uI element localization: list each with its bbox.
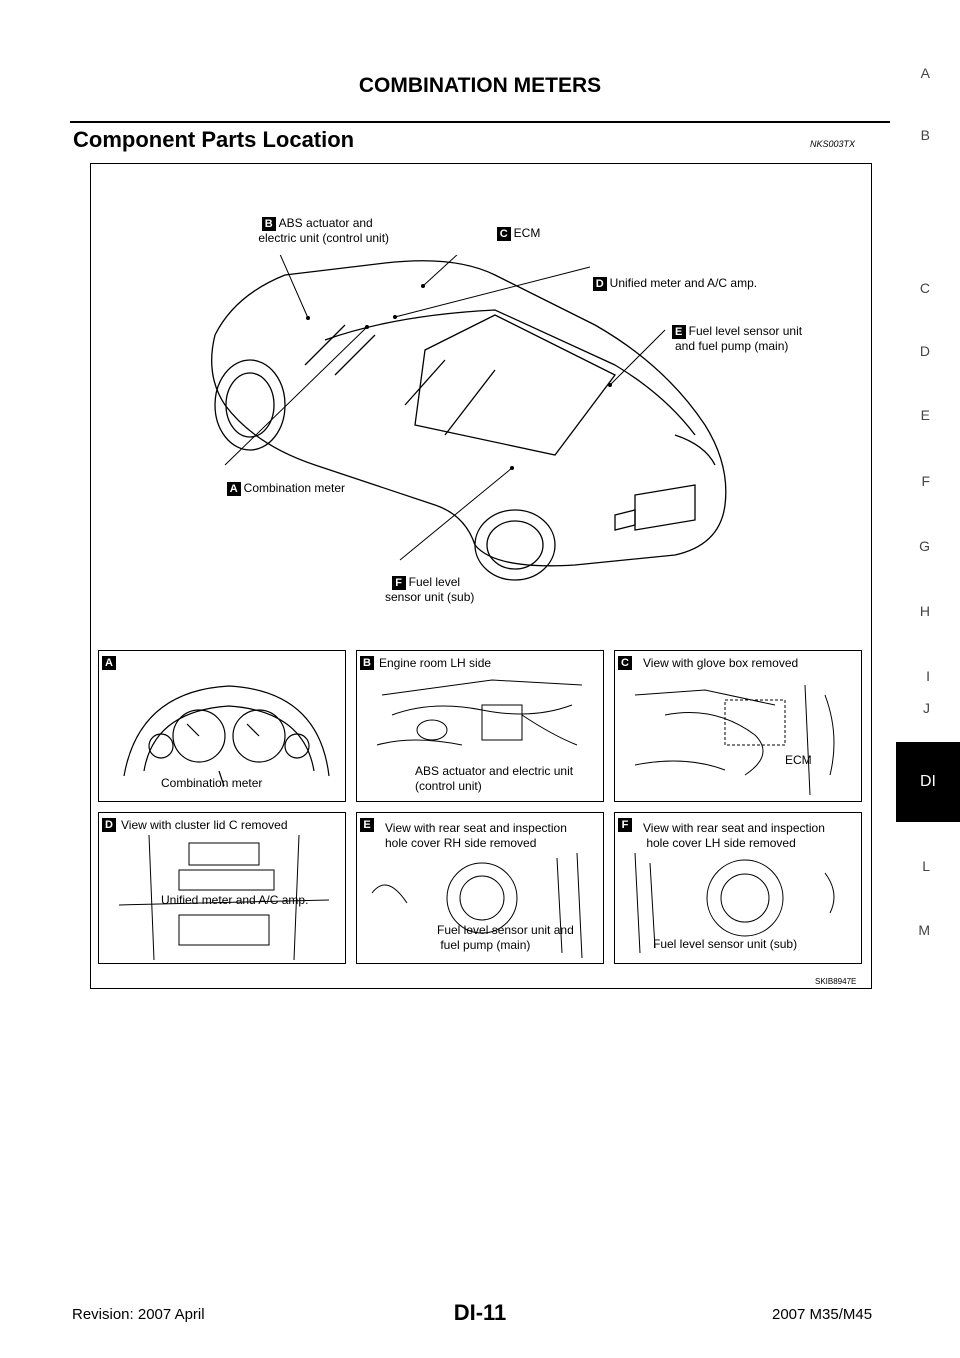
page-header-title: COMBINATION METERS (358, 74, 602, 97)
callout-letter-b: B (261, 216, 276, 231)
callout-text-a: Combination meter (243, 481, 346, 495)
header-rule (70, 121, 890, 123)
callout-text-e: Fuel level sensor unit and fuel pump (ma… (675, 324, 803, 353)
side-tab-j[interactable]: J (923, 700, 930, 716)
side-tab-f[interactable]: F (921, 473, 930, 489)
panel-letter-e: E (360, 818, 374, 832)
side-tab-g[interactable]: G (919, 538, 930, 554)
footer-revision: Revision: 2007 April (72, 1306, 205, 1323)
panel-letter-c: C (618, 656, 632, 670)
panel-title-d: View with cluster lid C removed (121, 818, 288, 832)
detail-panel-a: A Combination meter (98, 650, 346, 802)
detail-panel-b: B Engine room LH side ABS actuator and e… (356, 650, 604, 802)
side-tab-i[interactable]: I (926, 668, 930, 684)
detail-panel-e: E View with rear seat and inspection hol… (356, 812, 604, 964)
side-tab-d[interactable]: D (919, 343, 930, 359)
engine-room-illustration (376, 679, 583, 746)
side-tab-h[interactable]: H (919, 603, 930, 619)
figure-code: SKIB8947E (815, 977, 857, 986)
callout-text-f: Fuel level sensor unit (sub) (385, 575, 475, 604)
lh-inspection-hole-illustration (634, 853, 835, 954)
panel-title-b: Engine room LH side (379, 656, 492, 670)
side-tab-l[interactable]: L (922, 858, 930, 874)
panel-label-c: ECM (785, 753, 812, 767)
detail-panel-c: C View with glove box removed ECM (614, 650, 862, 802)
panel-letter-f: F (618, 818, 632, 832)
side-tab-m[interactable]: M (918, 922, 930, 938)
detail-panel-f: F View with rear seat and inspection hol… (614, 812, 862, 964)
side-tab-b[interactable]: B (920, 127, 930, 143)
footer-model: 2007 M35/M45 (772, 1306, 873, 1323)
callout-text-d: Unified meter and A/C amp. (609, 276, 758, 290)
panel-title-c: View with glove box removed (643, 656, 799, 670)
callout-letter-f: F (391, 575, 406, 590)
vehicle-illustration (211, 255, 727, 581)
panel-label-f: Fuel level sensor unit (sub) (653, 937, 798, 951)
panel-label-b: ABS actuator and electric unit (control … (415, 764, 574, 793)
side-tab-di-active[interactable]: DI (896, 742, 960, 822)
callout-letter-a: A (226, 481, 241, 496)
callout-text-b: ABS actuator and electric unit (control … (258, 216, 390, 245)
panel-label-a: Combination meter (161, 776, 263, 790)
callout-text-c: ECM (513, 226, 541, 240)
combination-meter-illustration (123, 685, 330, 787)
callout-letter-e: E (671, 324, 686, 339)
side-tab-e[interactable]: E (920, 407, 930, 423)
detail-panel-d: D View with cluster lid C removed Unifie… (98, 812, 346, 964)
footer-page-number: DI-11 (453, 1300, 507, 1325)
panel-letter-b: B (360, 656, 374, 670)
panel-letter-a: A (102, 656, 116, 670)
rh-inspection-hole-illustration (371, 853, 583, 958)
side-tab-a[interactable]: A (920, 65, 930, 81)
panel-label-e: Fuel level sensor unit and fuel pump (ma… (437, 923, 574, 952)
glove-box-illustration (634, 684, 835, 795)
callout-letter-c: C (496, 226, 511, 241)
side-tab-c[interactable]: C (919, 280, 930, 296)
panel-title-e: View with rear seat and inspection hole … (385, 821, 567, 850)
component-location-figure (90, 163, 872, 989)
section-code: NKS003TX (810, 139, 856, 149)
panel-letter-d: D (102, 818, 116, 832)
panel-title-f: View with rear seat and inspection hole … (643, 821, 825, 850)
callout-letter-d: D (592, 276, 607, 291)
cluster-lid-illustration (119, 835, 329, 960)
section-title: Component Parts Location (73, 127, 355, 152)
panel-label-d: Unified meter and A/C amp. (161, 893, 309, 907)
